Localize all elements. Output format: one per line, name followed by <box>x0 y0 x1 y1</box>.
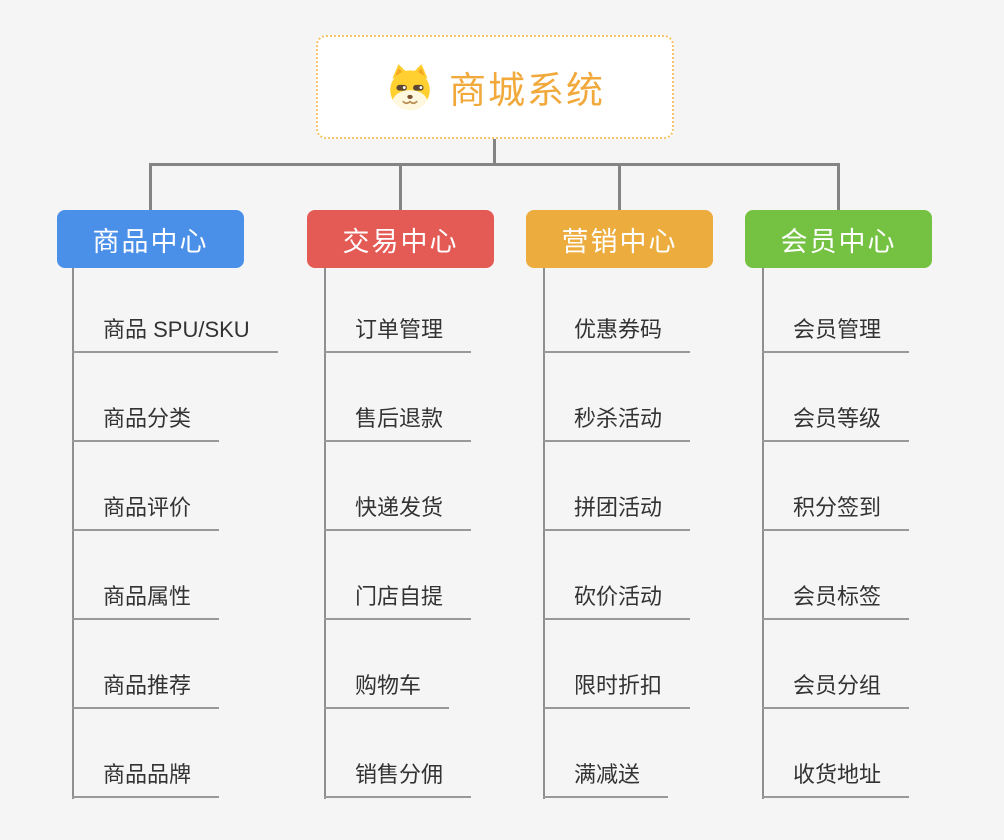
branch-node-marketing-center[interactable]: 营销中心 <box>526 210 713 268</box>
child-row: 购物车 <box>324 620 471 709</box>
branch-node-trade-center[interactable]: 交易中心 <box>307 210 494 268</box>
child-row: 秒杀活动 <box>543 353 691 442</box>
child-node[interactable]: 拼团活动 <box>543 490 691 531</box>
child-node[interactable]: 购物车 <box>324 668 450 709</box>
branch-children-member: 会员管理 会员等级 积分签到 会员标签 会员分组 收货地址 <box>762 268 910 798</box>
child-node[interactable]: 售后退款 <box>324 401 472 442</box>
connector-drop-product <box>149 163 152 211</box>
child-node[interactable]: 秒杀活动 <box>543 401 691 442</box>
branch-spine-member <box>762 268 764 799</box>
child-node[interactable]: 快递发货 <box>324 490 472 531</box>
child-node[interactable]: 订单管理 <box>324 312 472 353</box>
child-node[interactable]: 商品品牌 <box>72 757 220 798</box>
branch-node-member-center[interactable]: 会员中心 <box>745 210 932 268</box>
child-row: 商品评价 <box>72 442 278 531</box>
branch-children-trade: 订单管理 售后退款 快递发货 门店自提 购物车 销售分佣 <box>324 268 472 798</box>
child-row: 满减送 <box>543 709 690 798</box>
child-node[interactable]: 优惠券码 <box>543 312 691 353</box>
child-row: 限时折扣 <box>543 620 691 709</box>
child-row: 收货地址 <box>762 709 910 798</box>
child-node[interactable]: 商品评价 <box>72 490 220 531</box>
branch-spine-marketing <box>543 268 545 799</box>
child-node[interactable]: 会员标签 <box>762 579 910 620</box>
child-row: 售后退款 <box>324 353 472 442</box>
child-node[interactable]: 门店自提 <box>324 579 472 620</box>
child-node[interactable]: 销售分佣 <box>324 757 472 798</box>
child-row: 商品品牌 <box>72 709 278 798</box>
root-node[interactable]: 商城系统 <box>316 35 674 139</box>
child-row: 门店自提 <box>324 531 472 620</box>
child-row: 拼团活动 <box>543 442 691 531</box>
child-node[interactable]: 商品分类 <box>72 401 220 442</box>
root-title: 商城系统 <box>449 70 605 111</box>
child-node[interactable]: 会员等级 <box>762 401 910 442</box>
child-row: 会员分组 <box>762 620 910 709</box>
branch-spine-product <box>72 268 74 799</box>
child-node[interactable]: 会员管理 <box>762 312 910 353</box>
dog-icon <box>390 64 430 110</box>
child-row: 商品属性 <box>72 531 278 620</box>
child-row: 销售分佣 <box>324 709 472 798</box>
branch-node-product-center[interactable]: 商品中心 <box>57 210 244 268</box>
connector-drop-member <box>837 163 840 211</box>
connector-drop-marketing <box>618 163 621 211</box>
branch-spine-trade <box>324 268 326 799</box>
child-node[interactable]: 会员分组 <box>762 668 910 709</box>
connector-root-stub <box>493 139 496 165</box>
connector-drop-trade <box>399 163 402 211</box>
child-row: 积分签到 <box>762 442 910 531</box>
child-row: 会员等级 <box>762 353 910 442</box>
child-node[interactable]: 砍价活动 <box>543 579 691 620</box>
child-row: 优惠券码 <box>543 268 691 353</box>
child-node[interactable]: 商品推荐 <box>72 668 220 709</box>
child-node[interactable]: 商品属性 <box>72 579 220 620</box>
child-node[interactable]: 商品 SPU/SKU <box>72 312 278 353</box>
child-row: 商品 SPU/SKU <box>72 268 278 353</box>
child-row: 商品分类 <box>72 353 278 442</box>
child-row: 快递发货 <box>324 442 472 531</box>
child-node[interactable]: 收货地址 <box>762 757 910 798</box>
branch-children-product: 商品 SPU/SKU 商品分类 商品评价 商品属性 商品推荐 商品品牌 <box>72 268 278 798</box>
child-row: 商品推荐 <box>72 620 278 709</box>
child-row: 砍价活动 <box>543 531 691 620</box>
child-row: 订单管理 <box>324 268 472 353</box>
child-node[interactable]: 限时折扣 <box>543 668 691 709</box>
child-row: 会员管理 <box>762 268 910 353</box>
child-node[interactable]: 积分签到 <box>762 490 910 531</box>
branch-children-marketing: 优惠券码 秒杀活动 拼团活动 砍价活动 限时折扣 满减送 <box>543 268 691 798</box>
child-row: 会员标签 <box>762 531 910 620</box>
connector-horizontal <box>149 163 840 166</box>
child-node[interactable]: 满减送 <box>543 757 669 798</box>
